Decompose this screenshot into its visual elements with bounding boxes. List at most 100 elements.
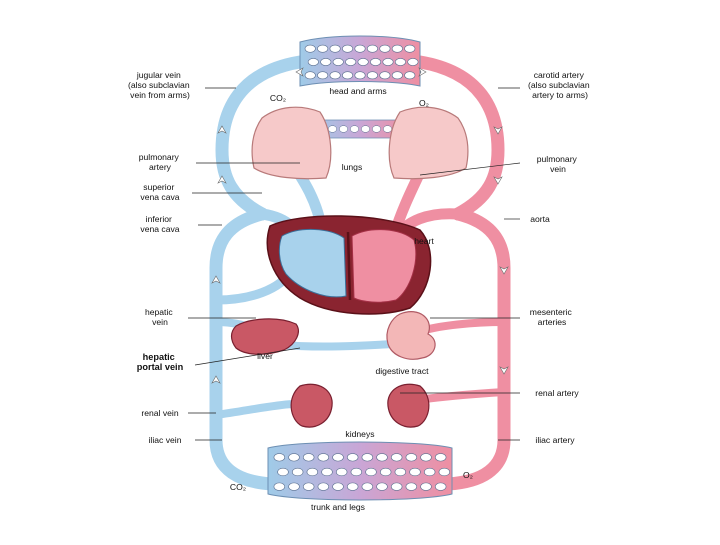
label-hepatic-vein: hepatic vein (145, 307, 175, 327)
flow-arrow-icon (217, 175, 227, 184)
mesenteric-artery-vessel (421, 318, 508, 334)
capillary-cell (332, 58, 344, 66)
capillary-cell (304, 71, 316, 80)
capillary-cell (376, 482, 388, 491)
capillary-cell (391, 71, 403, 80)
flow-arrow-icon (493, 126, 503, 135)
capillary-cell (332, 482, 344, 491)
capillary-cell (366, 71, 378, 80)
capillary-cell (350, 467, 363, 477)
capillary-cell (339, 125, 348, 133)
capillary-cell (329, 71, 341, 80)
label-lungs: lungs (342, 162, 363, 172)
renal-vein-vessel (212, 400, 296, 419)
capillary-cell (317, 482, 330, 491)
capillary-cell (317, 453, 330, 462)
label-iliac-artery: iliac artery (535, 435, 575, 445)
liver-organ (230, 318, 299, 355)
carotid-artery-vessel (413, 55, 505, 221)
capillary-cell (420, 453, 432, 462)
capillary-cell (354, 44, 366, 53)
capillary-cell (405, 453, 418, 462)
kidneys-organ (290, 383, 430, 428)
capillary-cell (277, 467, 289, 477)
capillary-cell (332, 453, 344, 462)
capillary-cell (365, 467, 377, 477)
heart-septum (346, 231, 352, 301)
flow-arrow-icon (295, 67, 304, 77)
label-renal-artery: renal artery (535, 388, 579, 398)
capillary-cell (328, 125, 337, 133)
capillary-cell (354, 71, 366, 80)
label-o2-top: O₂ (419, 98, 429, 108)
capillary-cell (438, 467, 451, 477)
capillary-cell (404, 44, 416, 53)
flow-arrow-icon (211, 275, 221, 284)
heart-organ (266, 215, 432, 315)
capillary-cell (342, 71, 354, 80)
digestive-tract-organ (386, 311, 436, 360)
capillary-cell (307, 58, 319, 66)
capillary-cell (357, 58, 369, 66)
heart-left-side (351, 229, 417, 303)
leader-lines (188, 87, 521, 441)
capillary-cell (329, 44, 341, 53)
capillary-cell (320, 58, 332, 66)
jugular-vein-vessel (215, 55, 307, 221)
capillary-cell (405, 482, 418, 491)
capillary-cell (394, 467, 407, 477)
capillary-cell (409, 467, 421, 477)
capillary-cell (361, 482, 374, 491)
capillary-cell (423, 467, 436, 477)
label-trunk-and-legs: trunk and legs (311, 502, 365, 512)
capillary-cell (366, 44, 378, 53)
lungs-organ (251, 106, 469, 180)
capillary-cell (379, 71, 391, 80)
capillary-bed-head (299, 35, 421, 87)
capillary-cell (273, 482, 286, 491)
capillary-cell (306, 467, 319, 477)
capillary-cell (382, 58, 394, 66)
label-o2-bottom: O₂ (463, 470, 473, 480)
flow-arrow-icon (499, 366, 509, 375)
label-iliac-vein: iliac vein (149, 435, 182, 445)
hepatic-portal-vein-vessel (276, 340, 396, 351)
aorta-right-loop (441, 207, 511, 491)
label-aorta: aorta (530, 214, 550, 224)
capillary-cell (304, 44, 316, 53)
capillary-cell (291, 467, 304, 477)
capillary-cell (390, 453, 403, 462)
capillary-cell (346, 453, 359, 462)
capillary-cell (394, 58, 406, 66)
label-carotid-artery: carotid artery (also subclavian artery t… (528, 70, 592, 100)
label-renal-vein: renal vein (141, 408, 178, 418)
capillary-cell (302, 453, 315, 462)
capillary-cell (420, 482, 432, 491)
label-liver: liver (257, 351, 273, 361)
label-jugular-vein: jugular vein (also subclavian vein from … (128, 70, 192, 100)
capillary-cell (383, 125, 392, 133)
right-kidney (387, 383, 430, 428)
capillary-cell (346, 482, 359, 491)
label-head-and-arms: head and arms (329, 86, 386, 96)
vena-cava-left-loop (209, 207, 279, 491)
label-kidneys: kidneys (345, 429, 374, 439)
label-hepatic-portal-vein: hepatic portal vein (137, 352, 184, 372)
capillary-cell (342, 44, 354, 53)
capillary-cell (317, 44, 329, 53)
capillary-cell (391, 44, 403, 53)
label-inferior-vena-cava: inferior vena cava (140, 214, 179, 234)
capillary-cell (288, 453, 300, 462)
label-heart: heart (414, 236, 434, 246)
capillary-cell (321, 467, 333, 477)
flow-arrow-icon (418, 67, 427, 77)
flow-arrow-icon (499, 266, 509, 275)
left-kidney (290, 383, 333, 428)
heart-right-side (278, 228, 347, 298)
capillary-cell (361, 453, 374, 462)
capillary-cell (317, 71, 329, 80)
label-digestive-tract: digestive tract (375, 366, 429, 376)
capillary-cell (302, 482, 315, 491)
